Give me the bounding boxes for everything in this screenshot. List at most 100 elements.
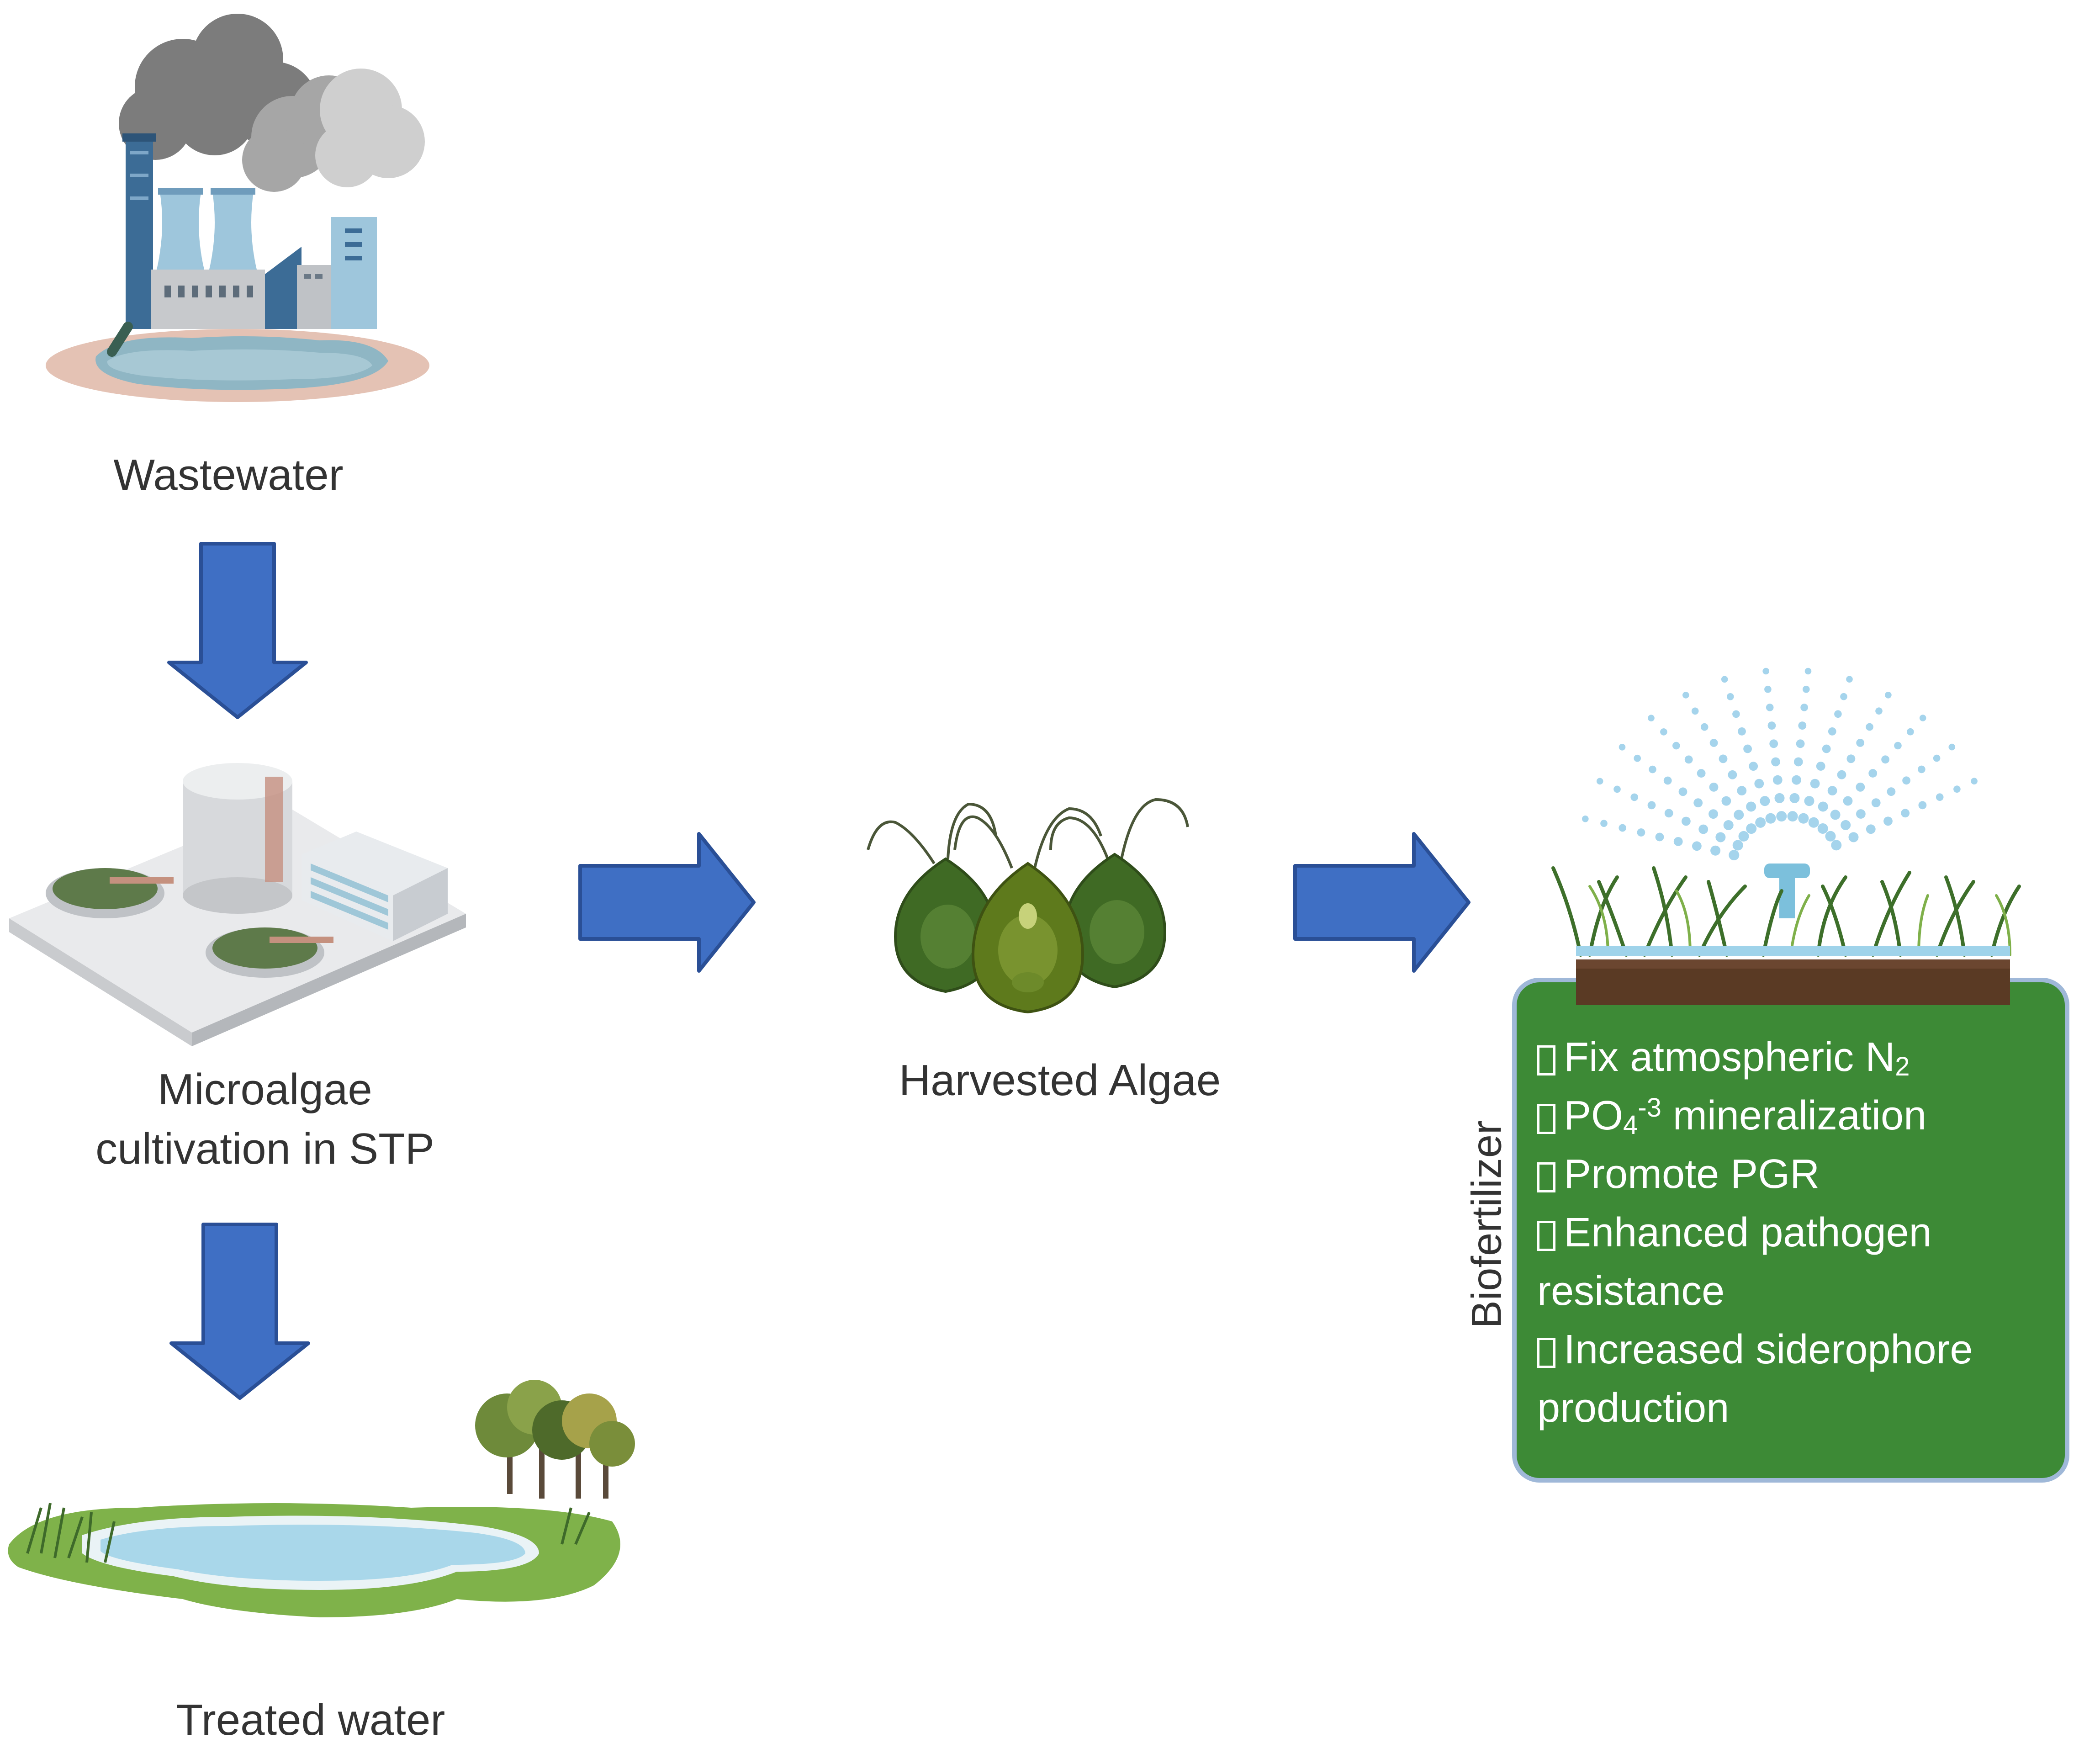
water-droplet bbox=[1918, 801, 1927, 810]
water-droplet bbox=[1822, 744, 1831, 753]
water-droplet bbox=[1749, 762, 1758, 771]
water-droplet bbox=[1800, 704, 1808, 711]
bullet-box-icon bbox=[1537, 1338, 1555, 1368]
water-droplet bbox=[1754, 779, 1764, 789]
down-arrow-2 bbox=[169, 1223, 310, 1400]
water-droplet bbox=[1732, 710, 1740, 718]
water-droplet bbox=[1743, 744, 1752, 753]
water-droplet bbox=[1831, 840, 1842, 851]
water-droplet bbox=[1776, 811, 1787, 822]
water-droplet bbox=[1634, 754, 1641, 762]
benefit-pathogen: Enhanced pathogen bbox=[1537, 1203, 2047, 1262]
water-droplet bbox=[1804, 668, 1812, 675]
water-droplet bbox=[1883, 816, 1893, 826]
water-droplet bbox=[1875, 707, 1883, 715]
water-droplet bbox=[1673, 837, 1683, 846]
microalgae-label-line-1: Microalgae bbox=[158, 1065, 372, 1114]
water-droplet bbox=[1729, 850, 1740, 861]
water-droplet bbox=[1881, 755, 1889, 764]
water-droplet bbox=[1663, 776, 1672, 785]
benefit-text: Promote PGR bbox=[1564, 1151, 1820, 1197]
water-droplet bbox=[1971, 778, 1978, 784]
benefit-text: production bbox=[1537, 1385, 1730, 1431]
benefit-pgr: Promote PGR bbox=[1537, 1145, 2047, 1203]
sprinkler-field-icon bbox=[1551, 668, 2021, 957]
bullet-box-icon bbox=[1537, 1162, 1555, 1192]
water-droplet bbox=[1715, 832, 1726, 842]
superscript: -3 bbox=[1638, 1093, 1661, 1123]
water-droplet bbox=[1630, 793, 1638, 801]
water-droplet bbox=[1648, 715, 1655, 721]
biofertilizer-label: Biofertilizer bbox=[1463, 1120, 1510, 1329]
water-droplet bbox=[1816, 762, 1825, 771]
water-droplet bbox=[1647, 801, 1656, 810]
water-droplet bbox=[1866, 723, 1873, 731]
water-droplet bbox=[1871, 798, 1881, 807]
water-droplet bbox=[1698, 824, 1709, 834]
water-droplet bbox=[1825, 831, 1836, 842]
water-droplet bbox=[1727, 693, 1734, 700]
water-droplet bbox=[1841, 820, 1851, 830]
water-droplet bbox=[1843, 796, 1853, 806]
down-arrow-1 bbox=[167, 542, 308, 719]
water-droplet bbox=[1678, 787, 1687, 796]
water-droplet bbox=[1709, 809, 1718, 819]
water-droplet bbox=[1700, 723, 1709, 731]
water-droplet bbox=[1933, 754, 1941, 762]
water-droplet bbox=[1804, 796, 1814, 806]
benefit-phosphate: PO4-3 mineralization bbox=[1537, 1086, 2047, 1145]
water-droplet bbox=[1738, 831, 1749, 842]
water-droplet bbox=[1846, 754, 1856, 763]
benefit-text: Increased siderophore bbox=[1564, 1327, 1973, 1372]
water-droplet bbox=[1709, 739, 1718, 747]
right-arrow-1 bbox=[578, 832, 756, 973]
water-droplet bbox=[1793, 757, 1803, 767]
water-droplet bbox=[1582, 816, 1589, 822]
water-droplet bbox=[1868, 769, 1878, 778]
water-droplet bbox=[1709, 783, 1719, 792]
water-droplet bbox=[1817, 823, 1828, 834]
water-droplet bbox=[1746, 823, 1757, 834]
water-droplet bbox=[1787, 811, 1798, 822]
water-droplet bbox=[1664, 809, 1673, 818]
water-droplet bbox=[1846, 676, 1853, 683]
water-droplet bbox=[1600, 820, 1608, 827]
water-droplet bbox=[1672, 742, 1680, 750]
water-droplet bbox=[1613, 785, 1621, 793]
water-droplet bbox=[1918, 765, 1925, 773]
bullet-box-icon bbox=[1537, 1104, 1555, 1134]
benefit-text: Fix atmospheric N bbox=[1564, 1034, 1895, 1080]
water-droplet bbox=[1818, 801, 1828, 812]
water-droplet bbox=[1596, 778, 1603, 785]
microalgae-cultivation-label: Microalgae cultivation in STP bbox=[59, 1060, 471, 1178]
water-droplet bbox=[1894, 742, 1902, 750]
water-droplet bbox=[1691, 707, 1699, 715]
factory-icon bbox=[46, 14, 429, 402]
water-droplet bbox=[1837, 770, 1846, 779]
bullet-box-icon bbox=[1537, 1045, 1555, 1075]
water-droplet bbox=[1619, 824, 1626, 832]
water-droplet bbox=[1827, 786, 1837, 795]
water-droplet bbox=[1948, 743, 1956, 751]
water-droplet bbox=[1848, 832, 1859, 842]
water-droplet bbox=[1719, 754, 1728, 763]
bullet-box-icon bbox=[1537, 1221, 1555, 1251]
water-droplet bbox=[1936, 793, 1944, 801]
water-droplet bbox=[1684, 755, 1693, 764]
water-droplet bbox=[1734, 810, 1744, 820]
benefit-pathogen-cont: resistance bbox=[1537, 1262, 2047, 1320]
microalgae-label-line-2: cultivation in STP bbox=[95, 1124, 434, 1173]
treated-water-label: Treated water bbox=[176, 1695, 445, 1743]
water-droplet bbox=[1866, 824, 1876, 834]
water-droplet bbox=[1693, 798, 1703, 808]
water-droplet bbox=[1834, 710, 1842, 718]
subscript: 2 bbox=[1895, 1052, 1910, 1081]
water-droplet bbox=[1723, 820, 1734, 830]
water-droplet bbox=[1810, 779, 1820, 789]
harvested-algae-label: Harvested Algae bbox=[899, 1056, 1221, 1105]
water-droplet bbox=[1682, 816, 1691, 826]
water-droplet bbox=[1840, 693, 1847, 700]
water-droplet bbox=[1792, 775, 1802, 785]
